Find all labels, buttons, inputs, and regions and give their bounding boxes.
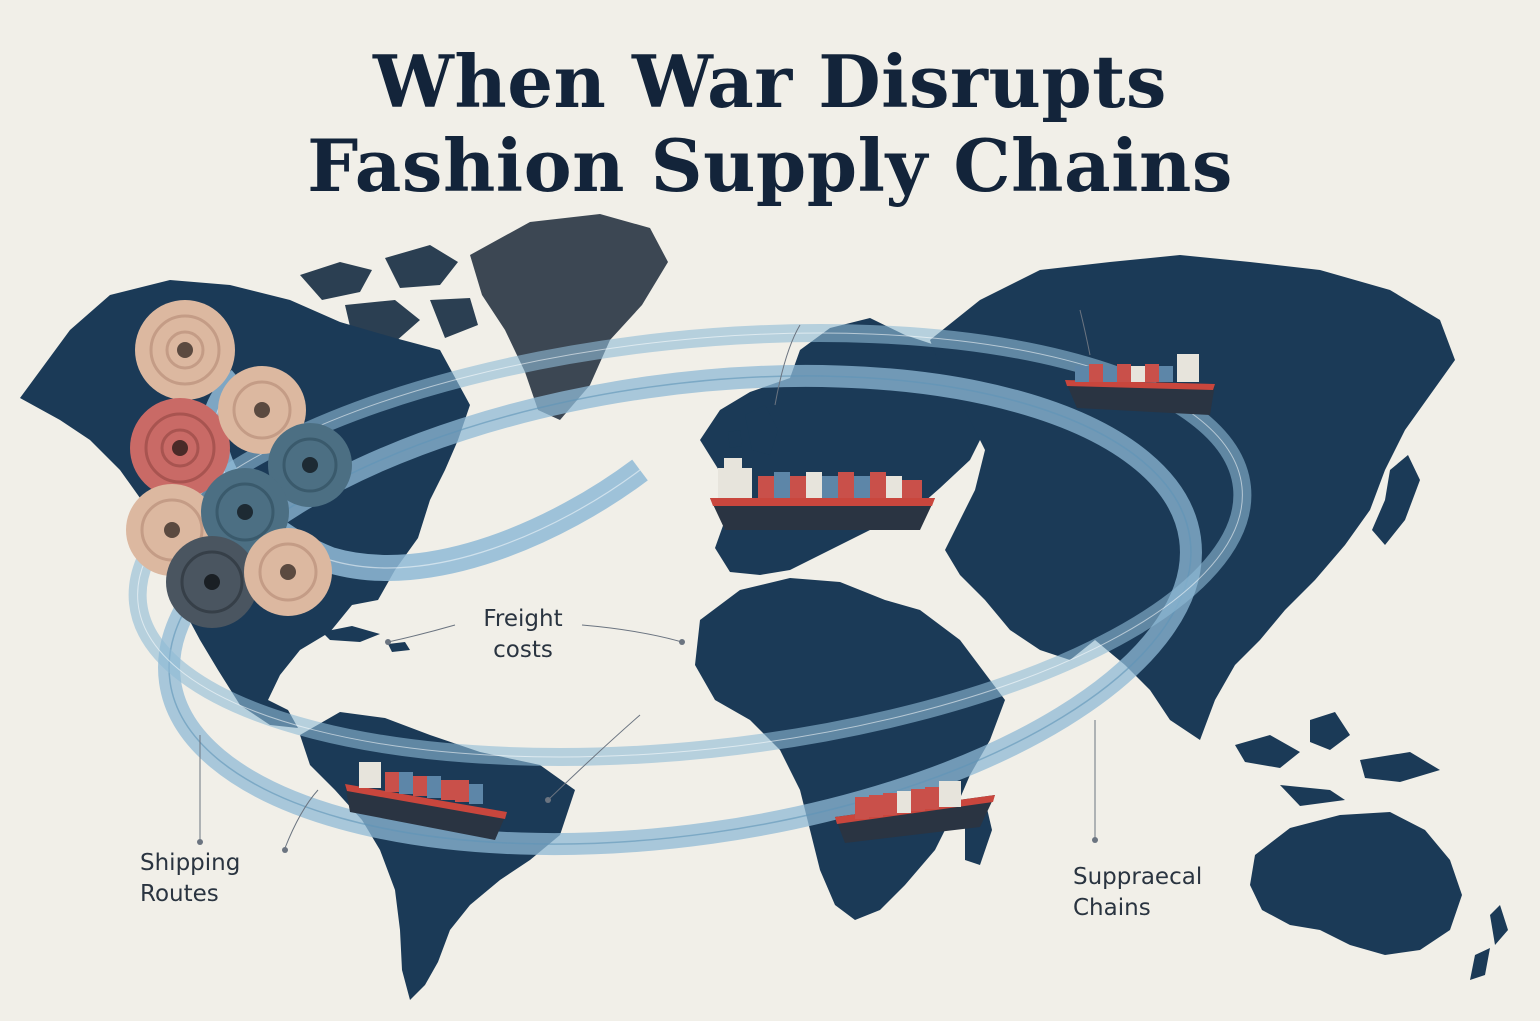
arctic-islands — [300, 245, 478, 342]
freight-costs-label: Freight costs — [478, 604, 568, 666]
supply-chains-label-line-1: Suppraecal — [1073, 864, 1203, 890]
british-isles — [728, 405, 778, 455]
australia-landmass — [1250, 812, 1462, 955]
title-line-1: When War Disrupts — [373, 39, 1167, 124]
callout-lines — [199, 309, 1096, 849]
cargo-ship-africa — [835, 781, 995, 843]
shipping-routes-label: Shipping Routes — [140, 848, 240, 910]
new-zealand — [1470, 905, 1508, 980]
fabric-rolls — [126, 300, 352, 628]
title-line-2: Fashion Supply Chains — [307, 123, 1233, 208]
caribbean-islands — [322, 626, 410, 652]
fabric-roll — [218, 366, 306, 454]
callout-dots — [197, 639, 1098, 853]
fabric-roll — [244, 528, 332, 616]
shipping-routes-label-line-2: Routes — [140, 881, 219, 907]
fabric-roll — [130, 398, 230, 498]
shipping-routes-label-line-1: Shipping — [140, 850, 241, 876]
freight-costs-label-line-1: Freight — [483, 606, 563, 632]
supply-chains-label: Suppraecal Chains — [1073, 862, 1202, 924]
cargo-ship-asia — [1065, 354, 1215, 415]
southeast-asia-islands — [1235, 712, 1440, 806]
japan-islands — [1372, 455, 1420, 545]
africa-landmass — [695, 578, 1005, 920]
supply-chains-label-line-2: Chains — [1073, 895, 1151, 921]
fabric-roll — [135, 300, 235, 400]
cargo-ship-south-america — [345, 762, 507, 840]
fabric-roll — [166, 536, 258, 628]
freight-costs-label-line-2: costs — [493, 637, 553, 663]
greenland-landmass — [470, 214, 668, 420]
cargo-ship-europe — [710, 458, 935, 530]
fabric-roll — [268, 423, 352, 507]
asia-landmass — [930, 255, 1455, 740]
